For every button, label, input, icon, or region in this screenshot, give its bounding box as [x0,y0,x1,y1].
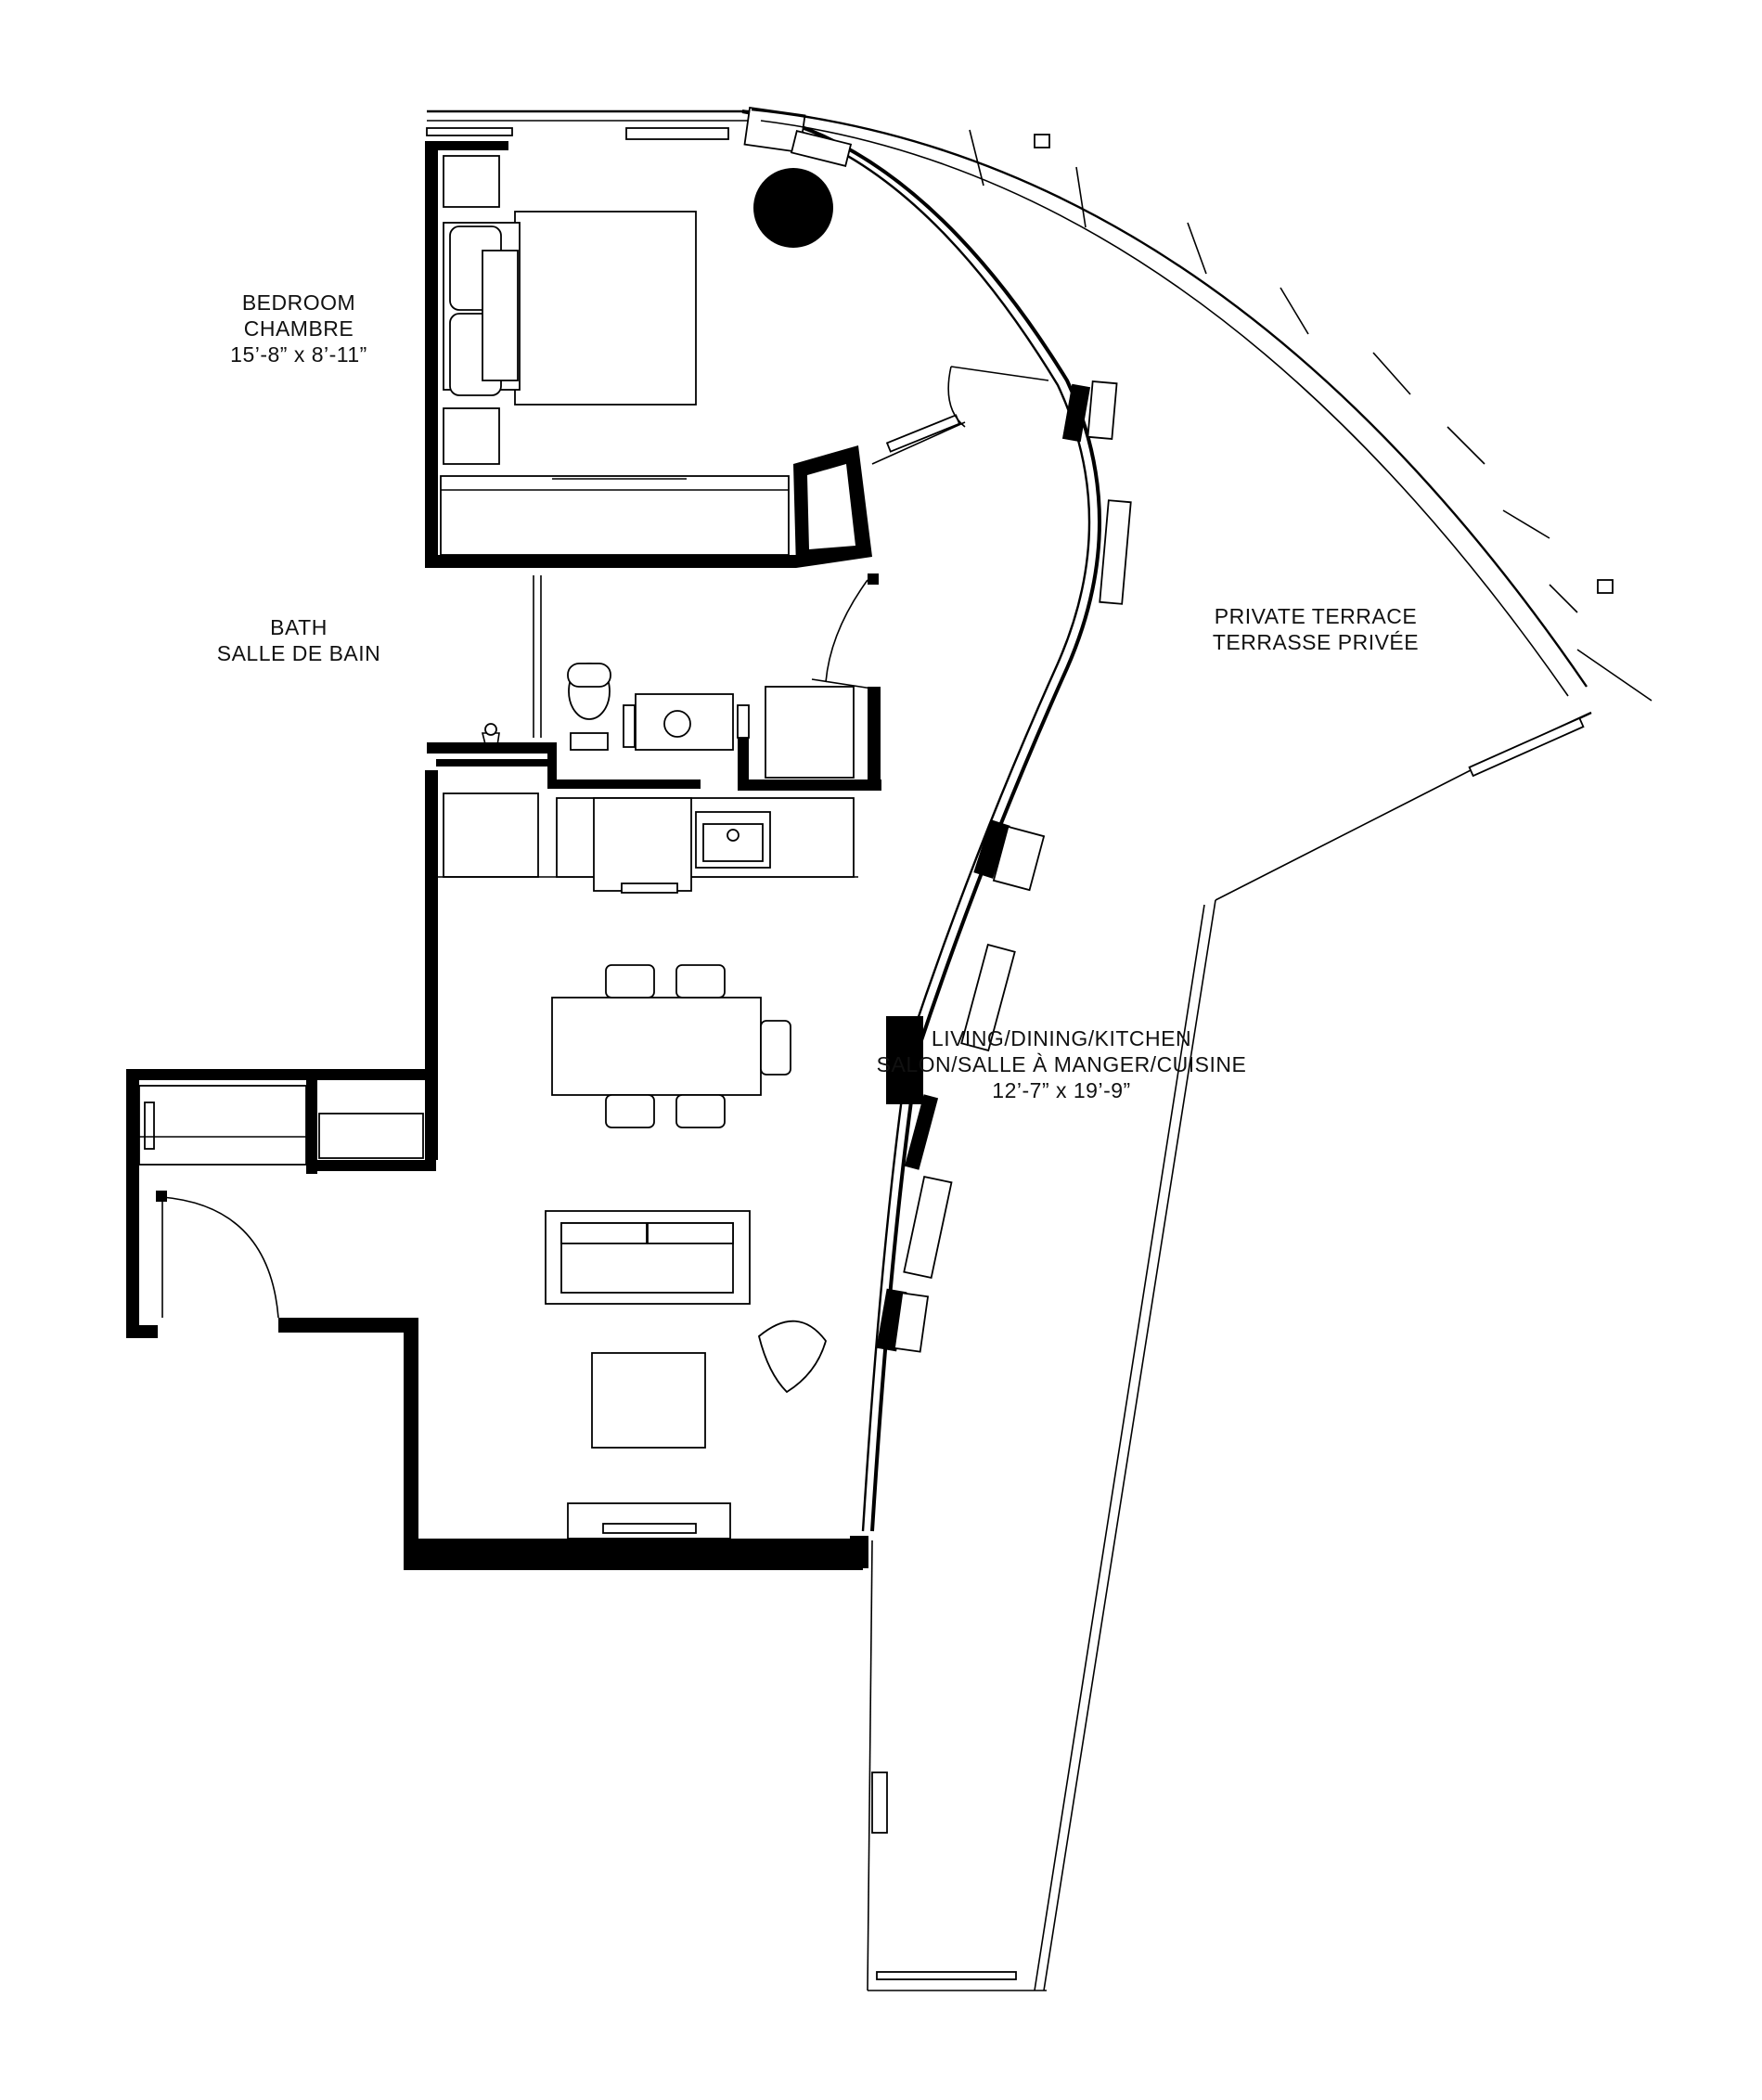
bath-label: BATH SALLE DE BAIN [217,614,381,666]
living-name-en: LIVING/DINING/KITCHEN [931,1026,1192,1050]
terrace-outline [751,108,1653,1991]
living-name-fr: SALON/SALLE À MANGER/CUISINE [876,1052,1247,1076]
terrace-name-en: PRIVATE TERRACE [1214,604,1418,628]
terrace-name-fr: TERRASSE PRIVÉE [1212,630,1420,654]
bedroom-label: BEDROOM CHAMBRE 15’-8” x 8’-11” [230,290,367,367]
living-label: LIVING/DINING/KITCHEN SALON/SALLE À MANG… [877,1025,1247,1103]
bedroom-name-en: BEDROOM [241,290,356,315]
living-furniture [545,1210,827,1540]
dining-set [551,964,791,1128]
interior-walls [306,445,881,1174]
bath-name-fr: SALLE DE BAIN [216,641,381,665]
bath-name-en: BATH [270,615,328,639]
kitchen [436,792,858,894]
bedroom-dimensions: 15’-8” x 8’-11” [230,342,367,367]
bedroom-name-fr: CHAMBRE [243,316,354,341]
terrace-label: PRIVATE TERRACE TERRASSE PRIVÉE [1213,603,1419,655]
entry [138,1085,424,1319]
living-dimensions: 12’-7” x 19’-9” [992,1078,1131,1102]
top-window [426,107,853,167]
bedroom-furniture [440,155,1049,556]
curved-window-wall [741,110,1132,1532]
bath-fixtures [481,573,879,779]
exterior-walls [126,141,868,1570]
